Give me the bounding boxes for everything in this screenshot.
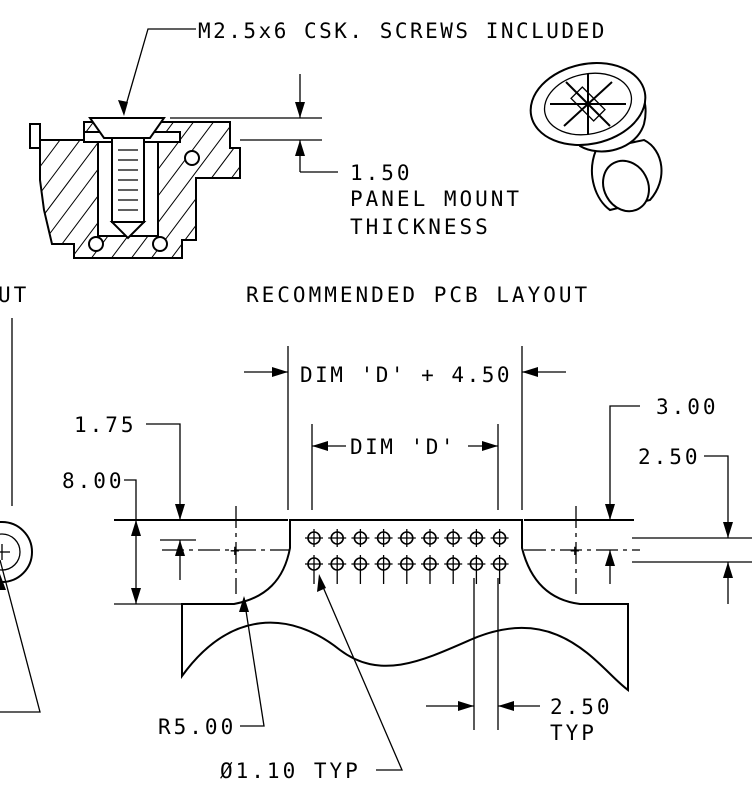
pcb-pad [328, 529, 347, 547]
screw-3d-illustration [529, 62, 663, 213]
dim-1-75-dimension: 1.75 [74, 413, 196, 580]
radius-label: R5.00 [158, 715, 236, 739]
svg-text:+: + [570, 541, 580, 560]
dim-3-00-dimension: 3.00 [605, 395, 719, 584]
dim-1-75-label: 1.75 [74, 413, 137, 437]
dim-8-00-dimension: 8.00 [62, 469, 182, 605]
pcb-pad [351, 529, 370, 547]
pcb-pad [305, 529, 323, 547]
pcb-pad [397, 529, 416, 547]
panel-thickness-line1: PANEL MOUNT [350, 187, 522, 211]
pcb-pad [397, 555, 416, 584]
panel-thickness-dimension: 1.50 PANEL MOUNT THICKNESS [170, 74, 522, 239]
dim-d-dimension: DIM 'D' [311, 424, 499, 510]
pcb-pad [305, 555, 323, 584]
panel-thickness-line2: THICKNESS [350, 215, 491, 239]
pcb-pad [490, 555, 509, 584]
pcb-board-outline: + + [114, 506, 640, 692]
dim-2-50-right-dimension: 2.50 [632, 445, 752, 604]
dim-2-50-right-label: 2.50 [638, 445, 701, 469]
screws-note-callout: M2.5x6 CSK. SCREWS INCLUDED [118, 19, 607, 116]
section-hatching [40, 122, 240, 258]
dim-8-00-label: 8.00 [62, 469, 125, 493]
pcb-pad [328, 555, 347, 584]
dim-d-plus-dimension: DIM 'D' + 4.50 [244, 346, 566, 510]
pcb-pad [490, 529, 509, 547]
pcb-pad [374, 529, 393, 547]
screw-cross-section [29, 117, 241, 259]
left-cut-title: UT [0, 283, 29, 307]
hole-diameter-label: Ø1.10 TYP [220, 759, 361, 783]
dim-d-plus-label: DIM 'D' + 4.50 [300, 363, 512, 387]
pcb-pad [421, 555, 439, 584]
radius-callout: R5.00 [158, 596, 265, 739]
panel-thickness-value: 1.50 [350, 161, 413, 185]
pcb-pad [421, 529, 439, 547]
hole-diameter-callout: Ø1.10 TYP [220, 574, 403, 783]
dim-3-00-label: 3.00 [656, 395, 719, 419]
screws-note-label: M2.5x6 CSK. SCREWS INCLUDED [198, 19, 607, 43]
dim-2-50-typ-value: 2.50 [550, 695, 613, 719]
pcb-pad [444, 529, 463, 547]
left-partial-view [0, 318, 41, 713]
pcb-pad [374, 555, 393, 584]
pcb-layout-title: RECOMMENDED PCB LAYOUT [246, 283, 590, 307]
dim-d-label: DIM 'D' [350, 435, 456, 459]
dim-2-50-typ-suffix: TYP [550, 721, 597, 745]
svg-text:+: + [230, 541, 240, 560]
pcb-pad [444, 555, 463, 584]
dim-2-50-typ-dimension: 2.50 TYP [426, 578, 613, 745]
pcb-pad [351, 555, 370, 584]
pcb-pad [467, 555, 486, 584]
pcb-pad [467, 529, 486, 547]
pad-grid [305, 529, 509, 584]
